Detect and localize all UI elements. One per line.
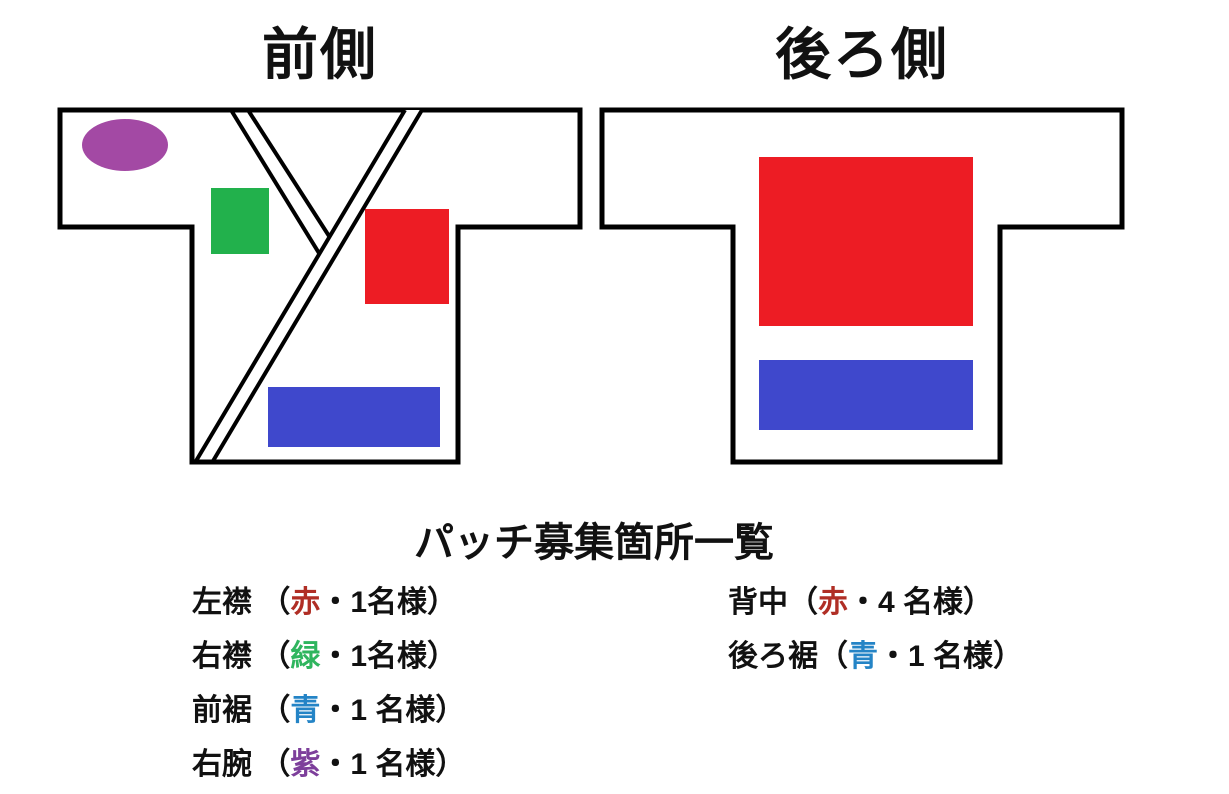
color-char-green: 緑	[290, 640, 321, 673]
back-center-patch	[759, 157, 973, 326]
front-hem-patch	[268, 387, 440, 447]
color-char-red: 赤	[818, 586, 848, 619]
list-item-front-hem: 前裾 （青・1 名様）	[192, 692, 465, 730]
right-arm-patch	[82, 119, 168, 171]
list-item-suffix: ・1名様）	[320, 640, 458, 673]
front-side-title: 前側	[262, 23, 378, 86]
front-jacket-outline	[57, 107, 583, 465]
back-jacket	[599, 107, 1125, 465]
back-side-title: 後ろ側	[775, 23, 949, 86]
list-item-suffix: ・4 名様）	[848, 586, 994, 619]
color-char-purple: 紫	[290, 748, 321, 781]
list-item-left-collar: 左襟 （赤・1名様）	[192, 584, 457, 622]
list-item-prefix: 右襟 （	[192, 640, 291, 673]
list-item-prefix: 後ろ裾（	[728, 640, 848, 673]
list-item-prefix: 左襟 （	[192, 586, 291, 619]
collar-band-right	[194, 108, 424, 463]
color-char-blue: 青	[848, 640, 878, 673]
list-item-suffix: ・1 名様）	[320, 694, 466, 727]
front-jacket	[57, 107, 583, 465]
list-item-right-collar: 右襟 （緑・1名様）	[192, 638, 457, 676]
list-item-suffix: ・1名様）	[320, 586, 458, 619]
list-item-back-hem: 後ろ裾（青・1 名様）	[728, 638, 1023, 676]
color-char-blue: 青	[290, 694, 321, 727]
left-collar-patch	[365, 209, 449, 304]
back-hem-patch	[759, 360, 973, 430]
list-item-right-arm: 右腕 （紫・1 名様）	[192, 746, 465, 784]
list-item-prefix: 右腕 （	[192, 748, 291, 781]
list-item-suffix: ・1 名様）	[878, 640, 1024, 673]
list-item-prefix: 背中（	[728, 586, 818, 619]
list-item-prefix: 前裾 （	[192, 694, 291, 727]
color-char-red: 赤	[290, 586, 321, 619]
patch-list-title: パッチ募集箇所一覧	[414, 521, 774, 565]
list-item-back-center: 背中（赤・4 名様）	[728, 584, 993, 622]
list-item-suffix: ・1 名様）	[320, 748, 466, 781]
right-collar-patch	[211, 188, 269, 254]
collar-band-left	[229, 108, 340, 260]
